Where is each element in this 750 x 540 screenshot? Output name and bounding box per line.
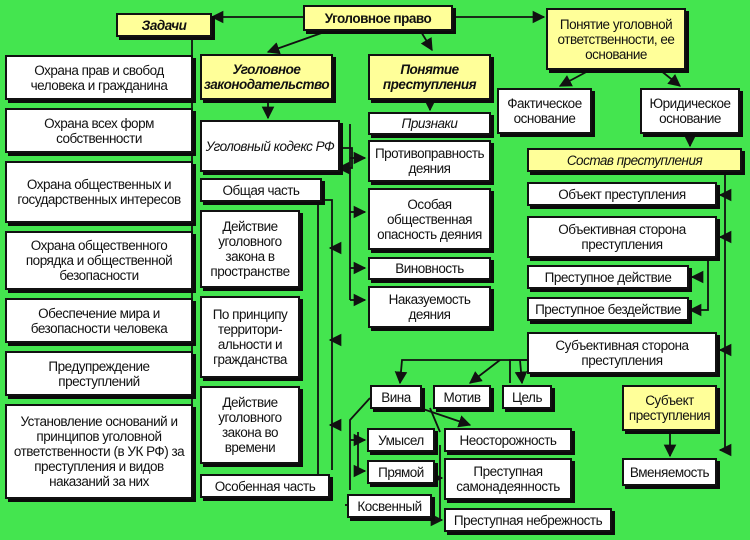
prestuplenie-priznaki: Признаки xyxy=(368,112,491,135)
sostav-bezdeistvie: Преступное бездействие xyxy=(527,297,689,321)
zadachi-item-5: Обеспечение мира и безопасности человека xyxy=(5,298,193,343)
edge-otv-fakt xyxy=(558,69,591,87)
zakon-item-2: По принципу территори-альности и граждан… xyxy=(200,296,300,378)
prestuplenie-title: Понятие преступления xyxy=(368,54,491,100)
edge-root-prestuplenie xyxy=(419,29,433,52)
edge-otv-yurid xyxy=(659,69,681,87)
sostav-obekt: Объект преступления xyxy=(527,182,717,206)
vina-neostor: Неосторожность xyxy=(444,428,572,452)
edge-root-zakon xyxy=(266,29,331,55)
zadachi-item-3: Охрана общественных и государственных ин… xyxy=(5,161,193,223)
vina-umysel: Умысел xyxy=(367,428,435,452)
neostor-samonad: Преступная самонадеянность xyxy=(444,458,572,500)
zakon-item-1: Действие уголовного закона в пространств… xyxy=(200,210,300,288)
umysel-pryamoi: Прямой xyxy=(367,460,435,484)
prestuplenie-item-3: Виновность xyxy=(368,257,491,280)
otvetstvennost-yurid: Юридическое основание xyxy=(640,88,740,134)
prestuplenie-item-2: Особая общественная опасность деяния xyxy=(368,188,491,250)
zadachi-item-6: Предупреждение преступлений xyxy=(5,351,193,396)
zadachi-item-4: Охрана общественного порядка и обществен… xyxy=(5,231,193,290)
zakon-osobennaya: Особенная часть xyxy=(200,474,330,498)
sostav-obektiv: Объективная сторона преступления xyxy=(527,216,717,258)
otvetstvennost-title: Понятие уголовной ответственности, ее ос… xyxy=(546,8,686,70)
zadachi-item-2: Охрана всех форм собственности xyxy=(5,108,193,153)
prestuplenie-item-4: Наказуемость деяния xyxy=(368,286,491,328)
zakon-obshaya: Общая часть xyxy=(200,178,322,202)
subektiv-cel: Цель xyxy=(502,385,552,409)
zadachi-item-7: Установление оснований и принципов уголо… xyxy=(5,404,193,499)
subektiv-vina: Вина xyxy=(370,385,422,409)
edge-zakon-obshaya-spine xyxy=(322,199,333,470)
zakon-item-3: Действие уголовного закона во времени xyxy=(200,386,300,464)
zakon-kodeks: Уголовный кодекс РФ xyxy=(200,120,340,172)
zadachi-title: Задачи xyxy=(116,13,212,37)
prestuplenie-item-1: Противоправность деяния xyxy=(368,140,491,182)
sostav-deistvie: Преступное действие xyxy=(527,265,689,289)
sostav-subektiv: Субъективная сторона преступления xyxy=(527,332,717,374)
zadachi-item-1: Охрана прав и свобод человека и граждани… xyxy=(5,55,193,100)
neostor-nebrezh: Преступная небрежность xyxy=(444,508,612,532)
subektiv-motiv: Мотив xyxy=(433,385,491,409)
umysel-kosvenny: Косвенный xyxy=(347,494,432,518)
root-node: Уголовное право xyxy=(303,5,453,31)
sostav-title: Состав преступления xyxy=(527,148,742,172)
subekt-vmenyaem: Вменяемость xyxy=(622,458,717,486)
zakon-title: Уголовное законодательство xyxy=(200,54,333,100)
sostav-subekt: Субъект преступления xyxy=(622,385,717,431)
otvetstvennost-fakt: Фактическое основание xyxy=(497,88,592,134)
